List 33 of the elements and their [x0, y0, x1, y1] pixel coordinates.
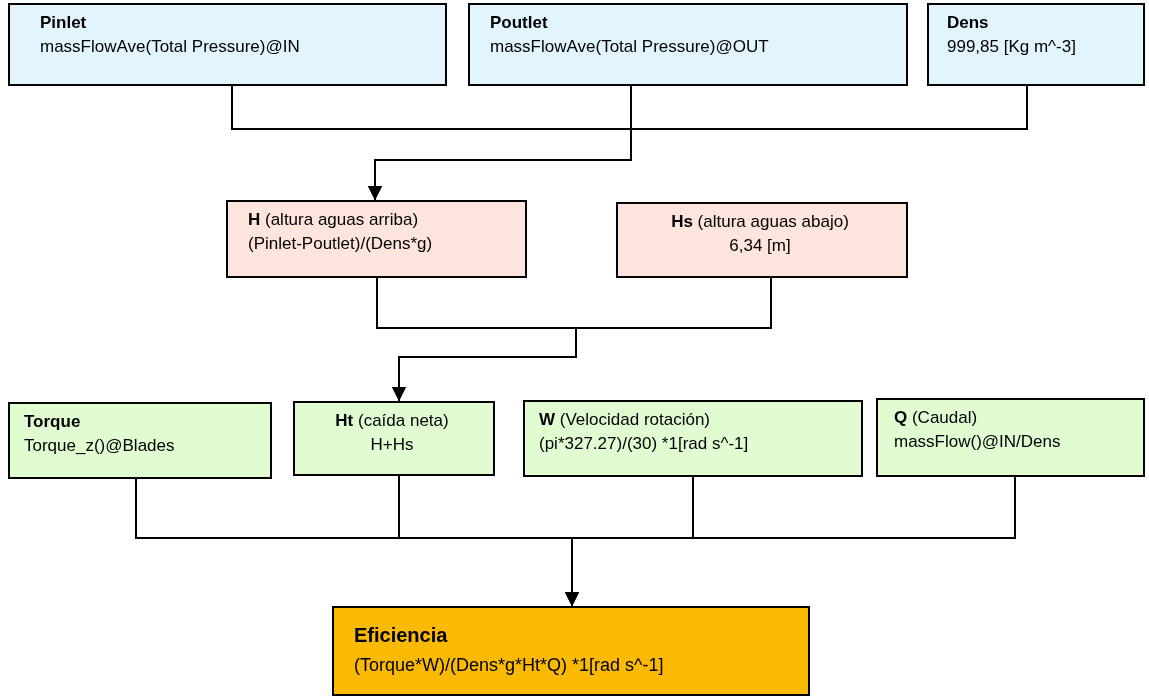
box-heading: Hs (altura aguas abajo)	[670, 211, 850, 233]
formula-text: massFlowAve(Total Pressure)@IN	[40, 36, 301, 58]
formula-box	[927, 3, 1145, 86]
formula-text: Torque_z()@Blades	[24, 435, 176, 457]
formula-text: 999,85 [Kg m^-3]	[947, 36, 1077, 58]
box-heading: Q (Caudal)	[894, 407, 979, 429]
formula-text: (Torque*W)/(Dens*g*Ht*Q) *1[rad s^-1]	[354, 654, 665, 677]
formula-text: (Pinlet-Poutlet)/(Dens*g)	[248, 233, 434, 255]
formula-box	[876, 398, 1145, 477]
formula-text: massFlow()@IN/Dens	[894, 431, 1062, 453]
box-heading: H (altura aguas arriba)	[248, 209, 420, 231]
formula-box	[293, 401, 495, 476]
formula-text: massFlowAve(Total Pressure)@OUT	[490, 36, 770, 58]
box-heading: W (Velocidad rotación)	[539, 409, 712, 431]
box-heading: Poutlet	[490, 12, 549, 34]
formula-box	[468, 3, 908, 86]
box-heading: Pinlet	[40, 12, 88, 34]
connector-arrow	[392, 277, 772, 402]
box-heading: Torque	[24, 411, 82, 433]
formula-box	[226, 200, 527, 278]
formula-text: H+Hs	[369, 434, 415, 456]
box-heading: Eficiencia	[354, 623, 449, 648]
formula-text: (pi*327.27)/(30) *1[rad s^-1]	[539, 433, 750, 455]
formula-text: 6,34 [m]	[728, 235, 792, 257]
formula-box	[616, 202, 908, 278]
formula-box	[8, 3, 447, 86]
formula-box	[8, 402, 272, 479]
connector-arrow	[368, 85, 1028, 201]
box-heading: Dens	[947, 12, 990, 34]
formula-box	[523, 400, 863, 477]
box-heading: Ht (caída neta)	[334, 410, 450, 432]
connector-arrow	[565, 476, 1016, 607]
formula-box	[332, 606, 810, 696]
